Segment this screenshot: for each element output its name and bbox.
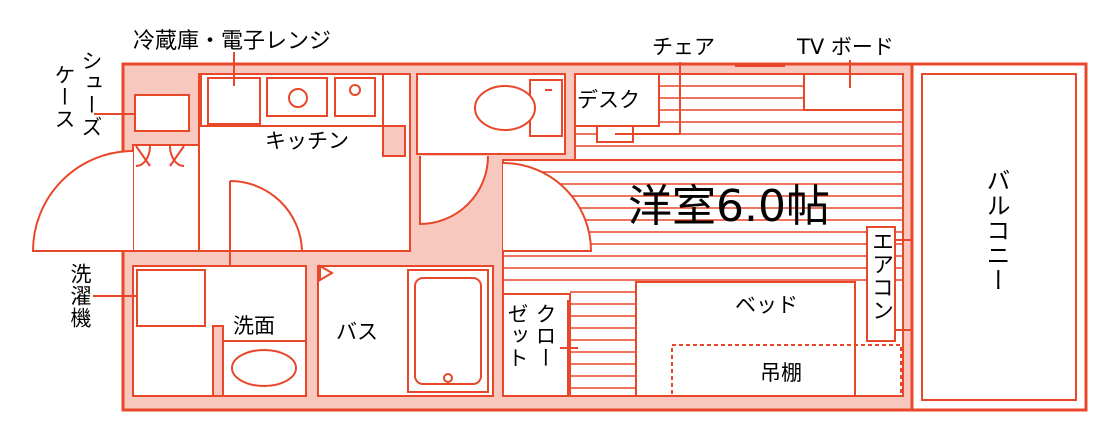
entrance-floor bbox=[132, 144, 200, 252]
sink bbox=[266, 77, 328, 117]
label-shoe-case-1: シューズ bbox=[79, 50, 103, 138]
label-fridge-range: 冷蔵庫・電子レンジ bbox=[133, 29, 332, 54]
label-tv-board: TV ボード bbox=[797, 35, 894, 59]
balcony-area bbox=[910, 62, 1088, 412]
bathtub bbox=[407, 269, 489, 393]
room-door bbox=[502, 162, 593, 252]
desk bbox=[574, 73, 660, 127]
label-closet-1: クロー bbox=[533, 303, 557, 369]
label-shoe-case-2: ケース bbox=[52, 64, 76, 130]
label-washer: 洗濯機 bbox=[68, 263, 92, 329]
toilet-door bbox=[419, 155, 489, 226]
label-balcony: バルコニー bbox=[982, 168, 1010, 293]
label-shelf: 吊棚 bbox=[760, 361, 802, 385]
hanging-shelf bbox=[671, 344, 902, 397]
hall-door bbox=[229, 180, 303, 252]
aircon-unit bbox=[866, 226, 896, 342]
label-aircon: エアコン bbox=[868, 230, 893, 322]
label-room: 洋室6.0帖 bbox=[628, 181, 830, 232]
tv-board bbox=[803, 73, 904, 111]
stove bbox=[334, 77, 376, 117]
closet bbox=[502, 293, 571, 397]
label-bath: バス bbox=[336, 320, 378, 344]
label-desk: デスク bbox=[577, 88, 640, 112]
label-bed: ベッド bbox=[735, 293, 798, 317]
shoe-case bbox=[134, 94, 190, 132]
toilet-bowl bbox=[474, 85, 536, 131]
entrance-door bbox=[31, 150, 134, 252]
label-kitchen: キッチン bbox=[265, 129, 349, 153]
label-chair: チェア bbox=[652, 35, 715, 59]
washer bbox=[136, 269, 206, 327]
label-closet-2: ゼット bbox=[505, 303, 529, 369]
label-washroom: 洗面 bbox=[233, 314, 275, 338]
